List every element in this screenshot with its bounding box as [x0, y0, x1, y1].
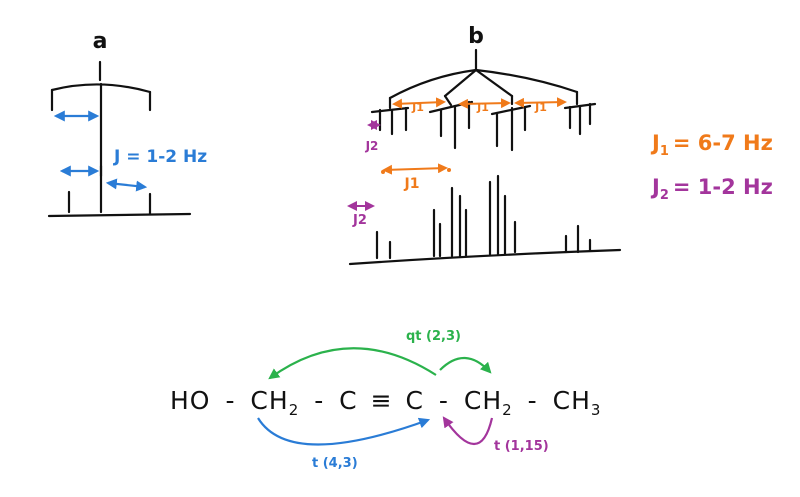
panel-a: a J = 1-2 Hz: [47, 29, 207, 218]
legend-j2-subscript: 2: [660, 188, 669, 203]
j1-arrow-3: [514, 97, 567, 108]
coupling-arrows-green: [268, 347, 492, 380]
group-ch3-sub: 3: [591, 401, 602, 419]
panel-b-label: b: [468, 24, 484, 49]
bond-3: -: [439, 386, 449, 415]
panel-b-spectrum: [348, 174, 622, 266]
legend-j2-symbol: J: [650, 175, 660, 199]
coupling-label-qt: qt (2,3): [406, 329, 461, 344]
j1-arrow-spectrum: [382, 163, 448, 175]
group-ch2-b: CH: [464, 386, 502, 415]
legend-j2: J2 = 1-2 Hz: [650, 175, 773, 203]
panel-b: b: [347, 24, 622, 266]
panel-a-arrows: [53, 110, 148, 192]
j1-spectrum-label: J1: [404, 176, 420, 192]
coupling-label-t-115: t (1,15): [494, 439, 549, 454]
j1-tree-label-3: J1: [534, 101, 547, 114]
legend-j1-symbol: J: [650, 131, 660, 155]
arrow-ch2b-to-ch2a: [268, 347, 437, 380]
bond-1: -: [225, 386, 235, 415]
legend-j1-value: = 6-7 Hz: [673, 131, 773, 155]
panel-a-spectrum: [47, 190, 192, 218]
coupling-label-t-43: t (4,3): [312, 456, 358, 471]
coupling-legend: J1= 6-7 Hz J2= 1-2 Hz: [650, 131, 773, 203]
panel-b-splitting-tree: [370, 48, 597, 152]
group-ch2-a: CH: [250, 386, 288, 415]
legend-j1: J1 = 6-7 Hz: [650, 131, 773, 159]
legend-j2-value: = 1-2 Hz: [673, 175, 773, 199]
group-ho: HO: [170, 386, 210, 415]
molecule: HO - CH2 - C ≡ C - CH2 - CH3 qt (2,3) t …: [170, 329, 601, 471]
group-ch3: CH: [553, 386, 591, 415]
arrow-ch3-to-ch2b: [442, 416, 494, 446]
j2-spectrum-label: J2: [352, 213, 367, 228]
triple-bond: ≡: [371, 386, 393, 415]
molecule-formula: HO - CH2 - C ≡ C - CH2 - CH3: [170, 386, 601, 421]
panel-b-j1-arrows: [382, 97, 567, 175]
j1-tree-label-2: J1: [476, 101, 489, 114]
group-ch2-b-sub: 2: [502, 401, 513, 419]
panel-a-label: a: [93, 29, 108, 54]
j1-dot-right: [447, 168, 451, 172]
panel-a-arrow-right: [105, 178, 148, 192]
panel-b-j2-arrows: [347, 120, 381, 211]
j1-tree-label-1: J1: [411, 101, 424, 114]
legend-j1-subscript: 1: [660, 144, 669, 159]
arrow-ch2b-to-ch3: [439, 356, 492, 374]
alkyne-carbon-1: C: [339, 386, 357, 415]
bond-2: -: [314, 386, 324, 415]
j1-arrow-2: [458, 98, 511, 109]
j1-arrow-1: [392, 97, 446, 109]
bond-4: -: [528, 386, 538, 415]
panel-a-splitting-tree: [50, 60, 152, 214]
alkyne-carbon-2: C: [406, 386, 424, 415]
panel-a-coupling-label: J = 1-2 Hz: [113, 147, 207, 167]
group-ch2-a-sub: 2: [289, 401, 300, 419]
j1-dot-left: [381, 170, 385, 174]
arrow-ch2a-to-ch2b: [257, 417, 431, 446]
j2-tree-label: J2: [365, 139, 379, 153]
